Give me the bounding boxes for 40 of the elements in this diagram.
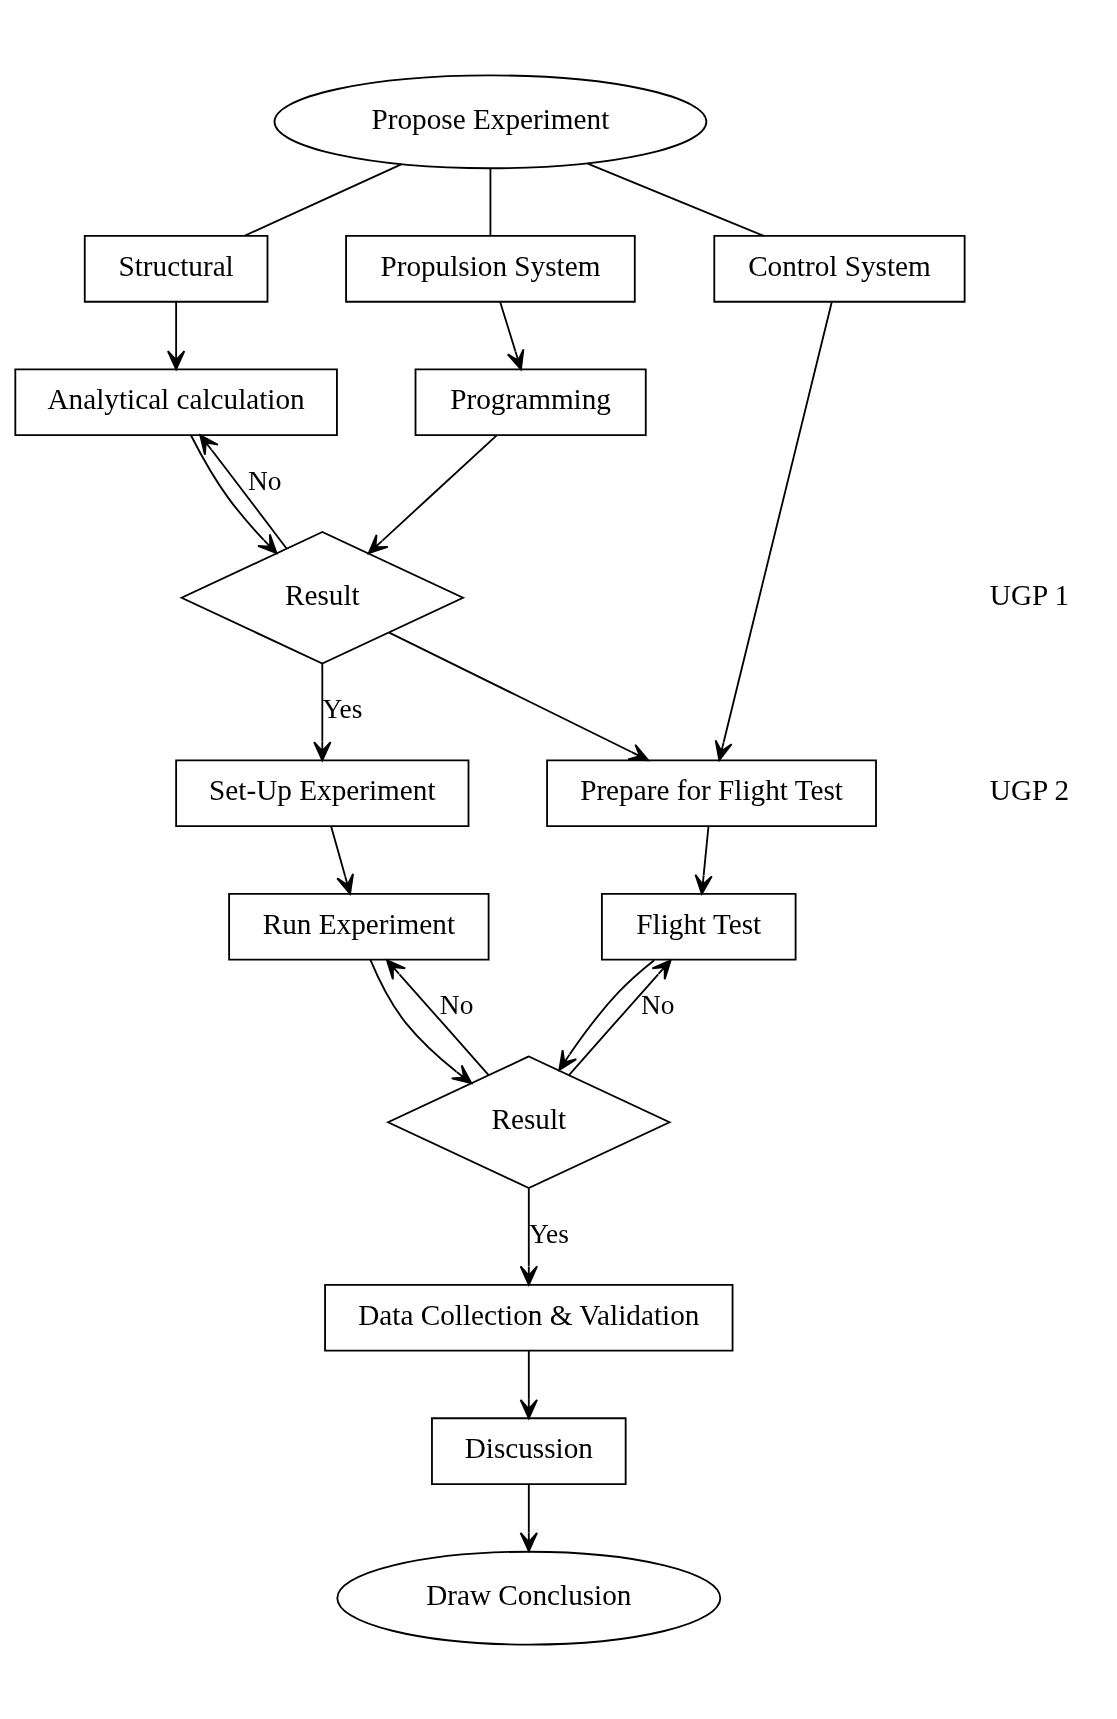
node-box: Flight Test — [601, 892, 797, 960]
node-box: Discussion — [431, 1416, 627, 1485]
edge-label: Yes — [322, 693, 363, 724]
arrow — [386, 958, 490, 1076]
node-diamond: Result — [385, 1054, 672, 1189]
node-ellipse: Draw Conclusion — [336, 1550, 722, 1645]
arrow — [568, 958, 672, 1076]
edge-label: No — [640, 989, 675, 1020]
arrow — [558, 958, 656, 1071]
node-box: Set-Up Experiment — [175, 759, 470, 827]
arrow — [313, 662, 332, 761]
node-box: Control System — [713, 234, 966, 303]
connector — [489, 167, 492, 236]
node-box: Run Experiment — [228, 892, 490, 960]
edge-label: No — [248, 465, 282, 496]
arrow — [499, 300, 525, 370]
node-box: Analytical calculation — [14, 367, 338, 436]
arrow — [167, 300, 186, 370]
arrow — [369, 958, 473, 1084]
arrow — [714, 301, 833, 761]
node-box: Structural — [83, 234, 269, 303]
node-box: Data Collection & Validation — [324, 1283, 734, 1352]
arrow — [190, 433, 278, 554]
connector — [243, 162, 403, 237]
label: UGP 1 — [989, 578, 1070, 611]
node-box: Propulsion System — [345, 234, 636, 303]
arrow — [367, 433, 498, 554]
label: UGP 2 — [989, 773, 1070, 806]
connector — [586, 162, 765, 237]
arrow — [330, 825, 354, 895]
node-box: Programming — [414, 367, 647, 436]
arrow — [519, 1187, 538, 1286]
arrow — [519, 1349, 538, 1419]
arrow — [388, 631, 649, 761]
edge-label: No — [439, 989, 474, 1020]
node-box: Prepare for Flight Test — [546, 759, 877, 827]
arrow — [694, 825, 713, 895]
arrow — [519, 1482, 538, 1552]
arrow — [199, 433, 288, 549]
node-ellipse: Propose Experiment — [273, 73, 708, 169]
